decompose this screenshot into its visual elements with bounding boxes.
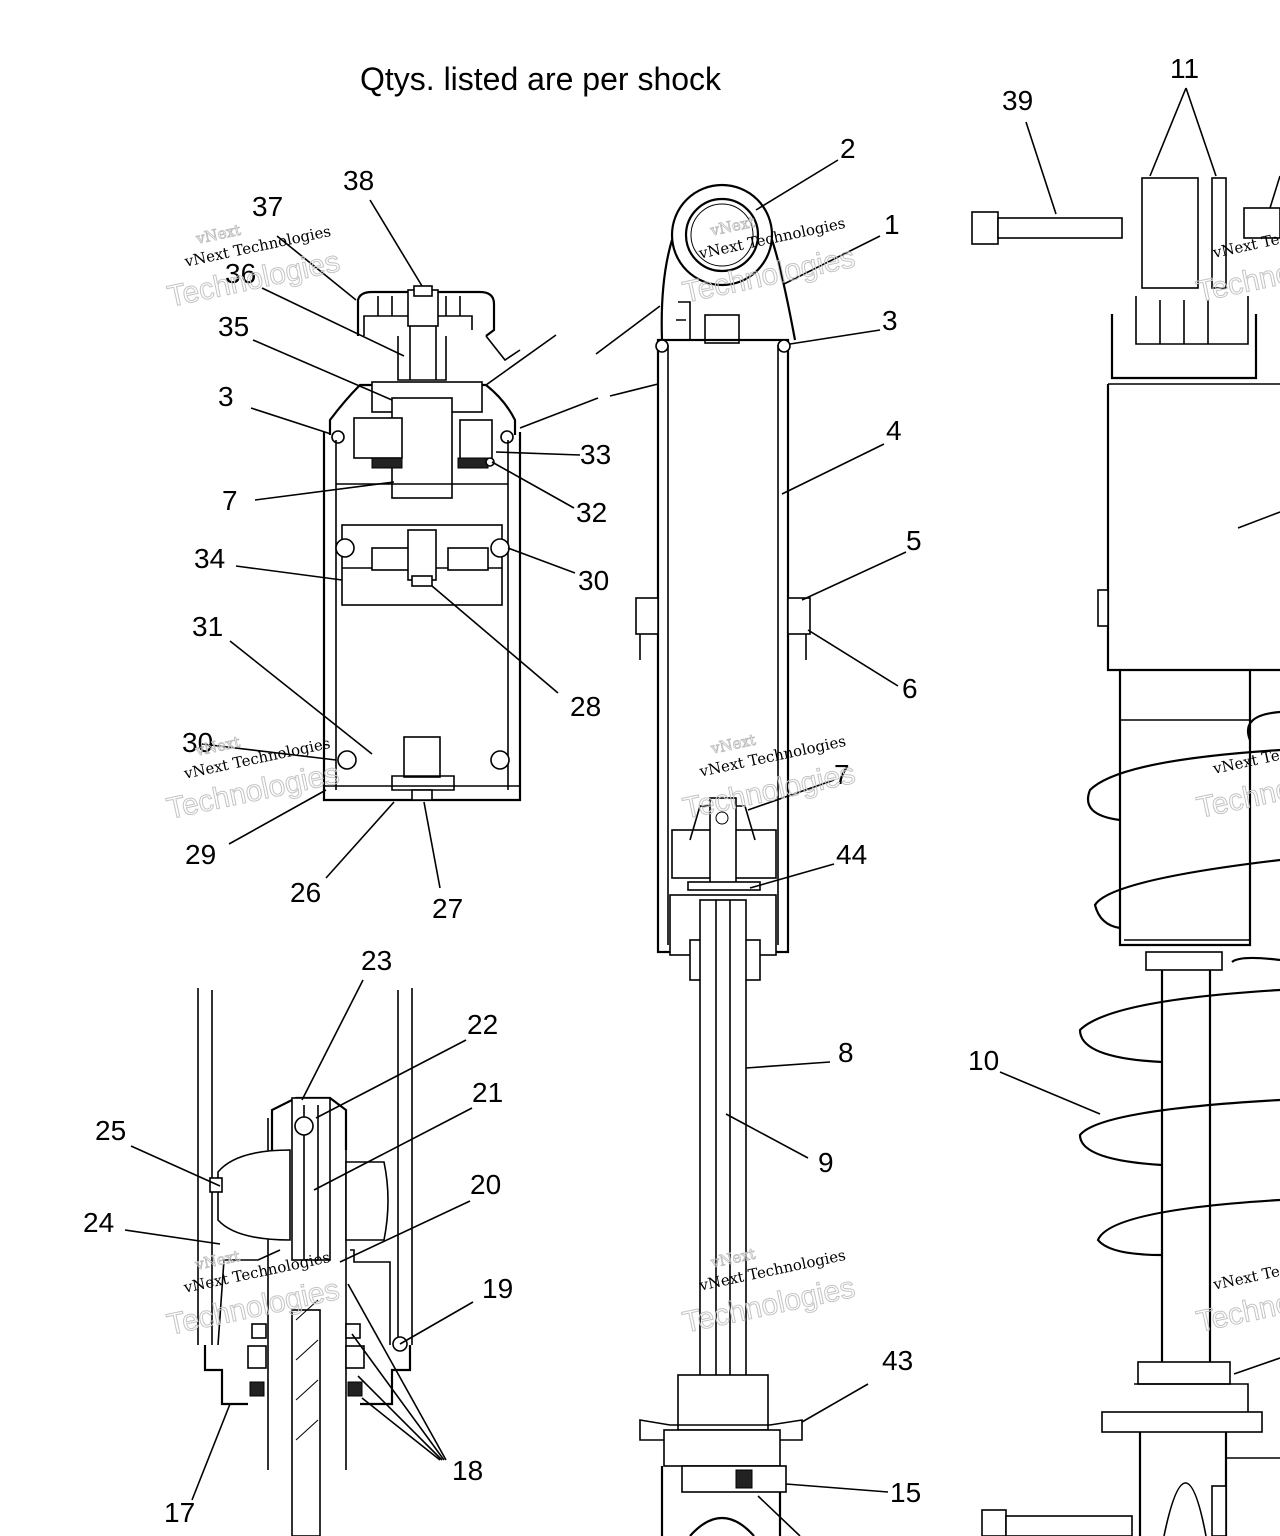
reservoir-section (322, 285, 557, 802)
callout-3-reservoir: 3 (218, 381, 234, 412)
callout-22: 22 (467, 1009, 498, 1040)
callout-36: 36 (225, 258, 256, 289)
callout-25: 25 (95, 1115, 126, 1146)
callout-35: 35 (218, 311, 249, 342)
callout-27: 27 (432, 893, 463, 924)
watermark-2: vNext vNext Technologies Technologies (679, 212, 858, 310)
callout-9: 9 (818, 1147, 834, 1178)
callout-30-upper: 30 (578, 565, 609, 596)
watermark-9-line2: vNext Technologies (1211, 1245, 1280, 1294)
callout-30-lower: 30 (182, 727, 213, 758)
callout-43: 43 (882, 1345, 913, 1376)
diagram-title: Qtys. listed are per shock (360, 61, 722, 97)
callout-6: 6 (902, 673, 918, 704)
callout-32: 32 (576, 497, 607, 528)
piston-detail (197, 988, 413, 1536)
callout-24: 24 (83, 1207, 114, 1238)
callout-7-reservoir: 7 (222, 485, 238, 516)
watermark-8-line2: vNext Technologies (1211, 729, 1280, 778)
callout-10: 10 (968, 1045, 999, 1076)
main-shock-body (635, 183, 811, 1536)
leader-lines (124, 87, 1280, 1536)
watermark-9: vNext Technologies Technologies (1193, 1245, 1280, 1339)
callout-17: 17 (164, 1497, 195, 1528)
callout-39: 39 (1002, 85, 1033, 116)
callout-29: 29 (185, 839, 216, 870)
callout-19: 19 (482, 1273, 513, 1304)
callout-28: 28 (570, 691, 601, 722)
callout-2: 2 (840, 133, 856, 164)
callout-33: 33 (580, 439, 611, 470)
callout-labels: 2 1 3 4 5 6 7 44 8 9 43 15 38 37 36 35 3… (83, 53, 1199, 1528)
callout-34: 34 (194, 543, 225, 574)
callout-21: 21 (472, 1077, 503, 1108)
watermark-8: vNext Technologies Technologies (1193, 729, 1280, 825)
callout-3-main: 3 (882, 305, 898, 336)
callout-15: 15 (890, 1477, 921, 1508)
callout-8: 8 (838, 1037, 854, 1068)
callout-7-main: 7 (834, 759, 850, 790)
callout-20: 20 (470, 1169, 501, 1200)
callout-37: 37 (252, 191, 283, 222)
callout-5: 5 (906, 525, 922, 556)
assembled-shock (971, 177, 1280, 1536)
callout-1: 1 (884, 209, 900, 240)
watermark-4: vNext vNext Technologies Technologies (679, 730, 858, 826)
callout-26: 26 (290, 877, 321, 908)
watermark-6: vNext vNext Technologies Technologies (679, 1244, 858, 1340)
callout-11: 11 (1170, 53, 1199, 84)
callout-44: 44 (836, 839, 867, 870)
callout-23: 23 (361, 945, 392, 976)
callout-18: 18 (452, 1455, 483, 1486)
callout-4: 4 (886, 415, 902, 446)
callout-31: 31 (192, 611, 223, 642)
callout-38: 38 (343, 165, 374, 196)
